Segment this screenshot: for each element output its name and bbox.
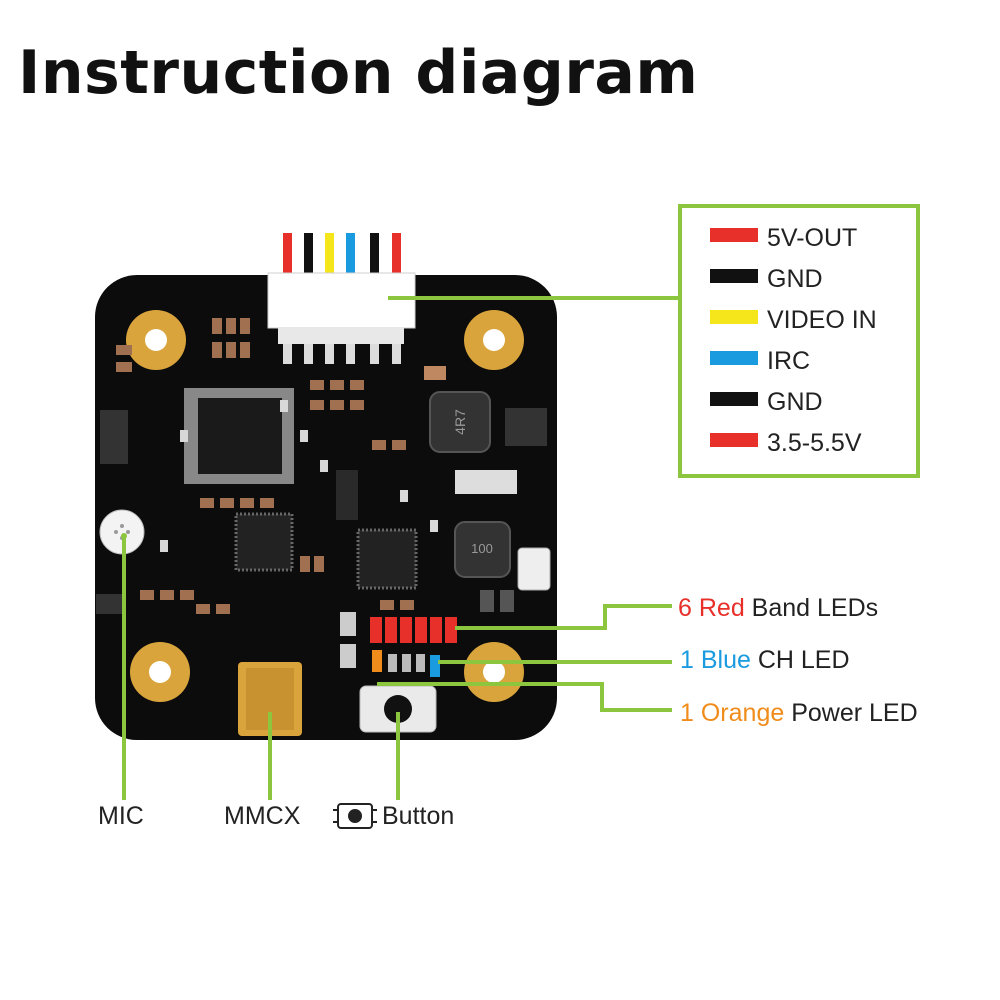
pin-swatch-6 <box>710 433 758 447</box>
pin-swatch-1 <box>710 228 758 242</box>
pin-label-5: GND <box>767 388 823 416</box>
button-icon <box>333 803 377 829</box>
pin-swatch-4 <box>710 351 758 365</box>
chip-3 <box>356 528 418 590</box>
pin-swatch-3 <box>710 310 758 324</box>
led-orange <box>372 650 382 672</box>
side-component-2 <box>96 594 122 614</box>
led-red-band <box>370 617 457 643</box>
mic-label: MIC <box>98 802 144 830</box>
wire-connector <box>267 272 416 364</box>
led-orange-label: 1 Orange Power LED <box>680 699 918 727</box>
inductor-100: 100 <box>454 521 511 578</box>
smd-components <box>116 318 514 614</box>
led-red-label: 6 Red Band LEDs <box>678 594 878 622</box>
chip-2 <box>234 512 294 572</box>
led-blue <box>430 655 440 677</box>
regulator <box>505 408 547 446</box>
button-label: Button <box>382 802 454 830</box>
mmcx-label: MMCX <box>224 802 301 830</box>
pin-swatch-2 <box>710 269 758 283</box>
pinout-legend-box <box>678 204 920 478</box>
pin-label-6: 3.5-5.5V <box>767 429 862 457</box>
push-button <box>359 685 437 733</box>
pin-label-3: VIDEO IN <box>767 306 877 334</box>
callout-dot-mic <box>121 533 127 539</box>
inductor-4r7: 4R7 <box>429 391 491 453</box>
pin-swatch-5 <box>710 392 758 406</box>
side-component <box>100 410 128 464</box>
page-title: Instruction diagram <box>18 38 699 108</box>
main-chip <box>184 388 294 484</box>
pin-label-1: 5V-OUT <box>767 224 857 252</box>
mounting-holes <box>126 310 524 702</box>
callout-lines <box>122 296 680 800</box>
mmcx-connector <box>238 662 302 736</box>
led-blue-label: 1 Blue CH LED <box>680 646 850 674</box>
crystal <box>517 547 551 591</box>
pin-label-2: GND <box>767 265 823 293</box>
inductor-100-label: 100 <box>471 541 493 556</box>
capacitor <box>455 470 517 494</box>
inductor-4r7-label: 4R7 <box>452 409 468 435</box>
led-area-components <box>340 612 425 672</box>
smd-components-white <box>160 400 438 552</box>
connector-wires <box>283 233 401 273</box>
pinout-legend: 5V-OUT GND VIDEO IN IRC GND 3.5-5.5V <box>710 224 877 457</box>
chip-4 <box>336 470 358 520</box>
pin-label-4: IRC <box>767 347 810 375</box>
